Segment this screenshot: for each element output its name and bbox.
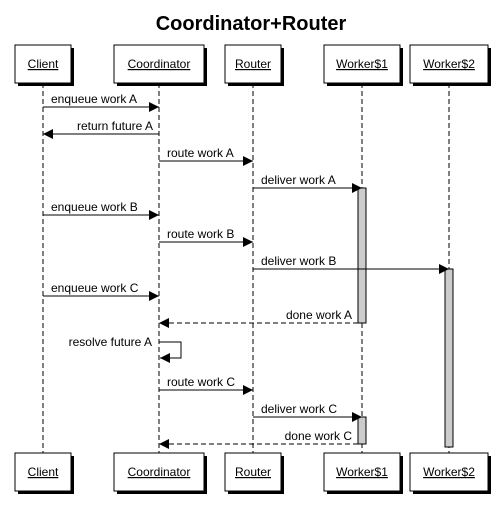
- participant-client-top: Client: [14, 44, 74, 86]
- participant-coordinator-top: Coordinator: [113, 44, 207, 86]
- participant-label: Client: [28, 465, 59, 479]
- message-label: route work C: [167, 375, 235, 389]
- participant-label: Worker$1: [336, 57, 388, 71]
- message-label: return future A: [77, 119, 153, 133]
- participant-box: [113, 452, 205, 492]
- message-1: enqueue work A: [43, 92, 159, 112]
- participant-label: Worker$1: [336, 465, 388, 479]
- participant-coordinator-bottom: Coordinator: [113, 452, 207, 494]
- participant-box: [323, 44, 401, 84]
- message-label: done work C: [285, 429, 353, 443]
- message-label: deliver work A: [261, 173, 336, 187]
- activation-bar-worker1: [357, 187, 367, 324]
- message-label: enqueue work B: [51, 200, 138, 214]
- messages-layer: enqueue work A return future A route work …: [43, 92, 449, 449]
- message-label: deliver work C: [261, 402, 337, 416]
- message-arrow: [159, 341, 182, 363]
- participant-boxes-layer: ClientClientCoordinatorCoordinatorRouter…: [14, 44, 491, 494]
- participant-label: Router: [235, 57, 271, 71]
- message-6: route work B: [159, 227, 253, 247]
- participant-label: Worker$2: [423, 465, 475, 479]
- message-label: route work A: [167, 146, 234, 160]
- participant-box: [224, 44, 282, 84]
- lifelines-layer: [42, 83, 450, 453]
- diagram-title: Coordinator+Router: [156, 13, 347, 35]
- participant-label: Worker$2: [423, 57, 475, 71]
- message-10: resolve future A: [69, 335, 182, 363]
- participant-worker2-bottom: Worker$2: [409, 452, 491, 494]
- participant-box: [113, 44, 205, 84]
- participant-router-top: Router: [224, 44, 284, 86]
- message-11: route work C: [159, 375, 253, 395]
- activations-layer: [357, 187, 454, 448]
- message-label: route work B: [167, 227, 234, 241]
- message-8: enqueue work C: [43, 281, 159, 301]
- message-label: enqueue work C: [51, 281, 139, 295]
- participant-client-bottom: Client: [14, 452, 74, 494]
- participant-label: Router: [235, 465, 271, 479]
- message-12: deliver work C: [253, 402, 362, 422]
- participant-label: Coordinator: [128, 465, 191, 479]
- message-7: deliver work B: [253, 254, 449, 274]
- participant-box: [409, 452, 489, 492]
- message-label: done work A: [286, 308, 352, 322]
- message-2: return future A: [43, 119, 159, 139]
- message-label: enqueue work A: [51, 92, 137, 106]
- participant-box: [323, 452, 401, 492]
- message-9: done work A: [159, 308, 358, 328]
- activation-bar-worker1: [357, 416, 367, 445]
- message-5: enqueue work B: [43, 200, 159, 220]
- participant-box: [14, 452, 72, 492]
- participant-worker2-top: Worker$2: [409, 44, 491, 86]
- message-13: done work C: [159, 429, 358, 449]
- message-3: route work A: [159, 146, 253, 166]
- message-4: deliver work A: [253, 173, 362, 193]
- participant-label: Coordinator: [128, 57, 191, 71]
- message-label: resolve future A: [69, 335, 152, 349]
- activation-bar-worker2: [444, 268, 454, 448]
- participant-label: Client: [28, 57, 59, 71]
- participant-box: [14, 44, 72, 84]
- participant-box: [224, 452, 282, 492]
- participant-worker1-bottom: Worker$1: [323, 452, 403, 494]
- participant-worker1-top: Worker$1: [323, 44, 403, 86]
- participant-router-bottom: Router: [224, 452, 284, 494]
- participant-box: [409, 44, 489, 84]
- message-label: deliver work B: [261, 254, 336, 268]
